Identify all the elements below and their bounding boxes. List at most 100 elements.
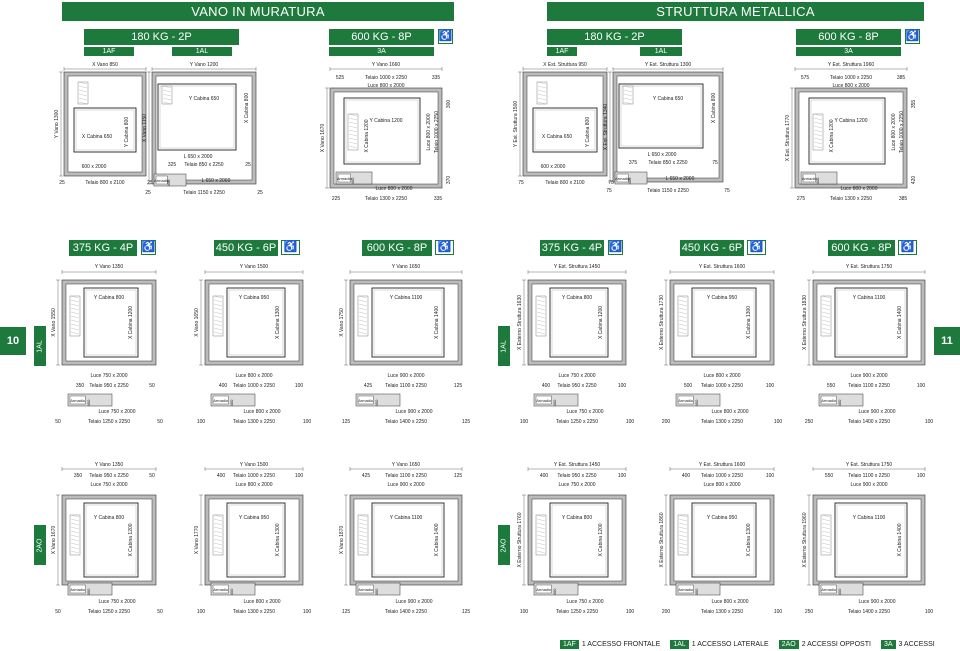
mid-4-rail-hatch: [536, 307, 546, 311]
mid-4-cabin-x: X Cabina 1200: [598, 306, 604, 339]
top-5-e2: 75: [724, 188, 730, 194]
mid-2-y-left: X Vano 1650: [194, 308, 200, 337]
bot-6-armadio-num: 400: [837, 588, 842, 595]
top-6-r2: 420: [911, 176, 917, 185]
bot-1-luce-t: Luce 750 x 2000: [91, 482, 128, 488]
mid-2-rail-hatch: [213, 315, 223, 319]
bot-3-rail-hatch: [358, 522, 368, 526]
mid-4-rail-hatch: [536, 299, 546, 303]
mid-4-d2: 100: [618, 383, 627, 389]
mid-6-d2: 100: [917, 383, 926, 389]
mid-4-armadio-label: Armadio: [536, 398, 552, 403]
bot-4-armadio-num: 400: [552, 588, 557, 595]
bot-6-x-top: Y Est. Struttura 1750: [846, 462, 893, 468]
legend-code-1af: 1AF: [560, 639, 579, 649]
bot-5-rail-hatch: [678, 526, 688, 530]
mid-1-armadio-label: Armadio: [70, 398, 86, 403]
bot-6-cabin-inner: [836, 504, 906, 576]
top-1-rail: [77, 81, 89, 105]
bot-4-rail-hatch: [536, 546, 546, 550]
bot-6-rail-hatch: [821, 530, 831, 534]
bot-5-rail-hatch: [678, 518, 688, 522]
bot-2-cabin-y: Y Cabina 950: [239, 515, 269, 521]
wheelchair-icon: ♿: [608, 240, 623, 255]
mid-3-e1: 125: [342, 419, 351, 425]
mid-6-luce2: Luce 900 x 2000: [859, 409, 896, 415]
mid-4-cabin-inner: [551, 289, 607, 356]
mid-5-cabin-x: X Cabina 1300: [746, 306, 752, 339]
band-mid-2: 450 KG - 6P: [214, 240, 278, 256]
bot-4-rail: [535, 514, 547, 556]
tag-top-3-al: 1AL: [640, 47, 682, 56]
mid-6-rail-hatch: [821, 327, 831, 331]
mid-2-x-top: Y Vano 1500: [240, 264, 269, 270]
mid-2-d2: 100: [295, 383, 304, 389]
bot-4-y-left: X Esterno Struttura 1760: [517, 512, 523, 567]
mid-1-armadio-box: [69, 395, 86, 405]
legend-code-2ao: 2AO: [778, 639, 799, 649]
top-5-d2: 75: [712, 160, 718, 166]
mid-4-d1: 400: [542, 383, 551, 389]
bot-5-rail-hatch: [678, 534, 688, 538]
bot-1-cabin-y: Y Cabina 800: [94, 515, 124, 521]
bot-1-rail-hatch: [70, 538, 80, 542]
bot-4-luce2: Luce 750 x 2000: [567, 599, 604, 605]
legend-text-2ao: 2 ACCESSI OPPOSTI: [801, 640, 871, 648]
top-3-r1: 300: [446, 100, 452, 109]
mid-6-x-top: Y Est. Struttura 1750: [846, 264, 893, 270]
bot-4-x-top: Y Est. Struttura 1450: [554, 462, 601, 468]
bot-4-t2: 100: [618, 473, 627, 479]
bot-4-cabin-x: X Cabina 1200: [598, 523, 604, 556]
bot-5-e2: 100: [774, 609, 783, 615]
mid-3-rail-hatch: [358, 311, 368, 315]
top-3-telaio: Telaio 1000 x 2250: [365, 75, 407, 81]
top-3-telaio-r: Telaio 1000 x 2250: [434, 111, 440, 153]
top-5-x-top: Y Est. Struttura 1300: [645, 62, 692, 68]
top-5-y-left: X Est. Struttura 1340: [603, 104, 609, 151]
top-4-d2: 75: [608, 180, 614, 186]
top-5-rail-hatch: [623, 97, 633, 101]
top-6-rail-hatch: [813, 137, 823, 141]
bot-3-armadio-num: 400: [374, 588, 379, 595]
band-mid-5: 450 KG - 6P: [680, 240, 744, 256]
bot-1-rail-hatch: [70, 542, 80, 546]
bot-2-luce2: Luce 800 x 2000: [244, 599, 281, 605]
top-4-rail-hatch: [537, 81, 547, 85]
bot-4-rail-hatch: [536, 514, 546, 518]
mid-5-e2: 100: [774, 419, 783, 425]
top-3-r2: 370: [446, 176, 452, 185]
bot-2-rail-hatch: [213, 522, 223, 526]
top-1-cabin: [73, 107, 137, 153]
bot-4-cabin-y: Y Cabina 800: [562, 515, 592, 521]
bot-4-e2: 100: [626, 609, 635, 615]
bot-6-rail-hatch: [821, 550, 831, 554]
mid-4-x-top: Y Est. Struttura 1450: [554, 264, 601, 270]
top-6-rail-hatch: [813, 121, 823, 125]
top-2-rail-hatch: [162, 101, 172, 105]
mid-6-armadio-box: [820, 395, 837, 405]
top-6-telaio: Telaio 1000 x 2250: [830, 75, 872, 81]
mid-2-armadio-label: Armadio: [213, 398, 229, 403]
mid-3-armadio-label: Armadio: [358, 398, 374, 403]
top-5-rail-hatch: [623, 101, 633, 105]
top-6-rail-hatch: [813, 113, 823, 117]
legend-code-3a: 3A: [880, 639, 896, 649]
mid-1-telaio: Telaio 950 x 2250: [89, 383, 128, 389]
mid-6-rail-hatch: [821, 303, 831, 307]
bot-3-armadio-label: Armadio: [358, 587, 374, 592]
top-3-rail-hatch: [348, 145, 358, 149]
top-6-luce: Luce 800 x 2000: [833, 83, 870, 89]
bot-4-rail-hatch: [536, 534, 546, 538]
top-3-rail-hatch: [348, 125, 358, 129]
bot-6-t1: 550: [825, 473, 834, 479]
top-3-x-top: Y Vano 1660: [372, 62, 401, 68]
bot-1-e2: 50: [157, 609, 163, 615]
mid-6-cabin-y: Y Cabina 1100: [853, 295, 886, 301]
mid-3-rail-hatch: [358, 319, 368, 323]
mid-1-telaio2: Telaio 1250 x 2250: [88, 419, 130, 425]
band-top-3: 180 KG - 2P: [547, 29, 682, 45]
bot-5-rail-hatch: [678, 538, 688, 542]
mid-5-armadio-num: 400: [694, 399, 699, 406]
mid-3-luce: Luce 900 x 2000: [388, 373, 425, 379]
top-4-cabin-y: Y Cabina 800: [585, 117, 591, 147]
